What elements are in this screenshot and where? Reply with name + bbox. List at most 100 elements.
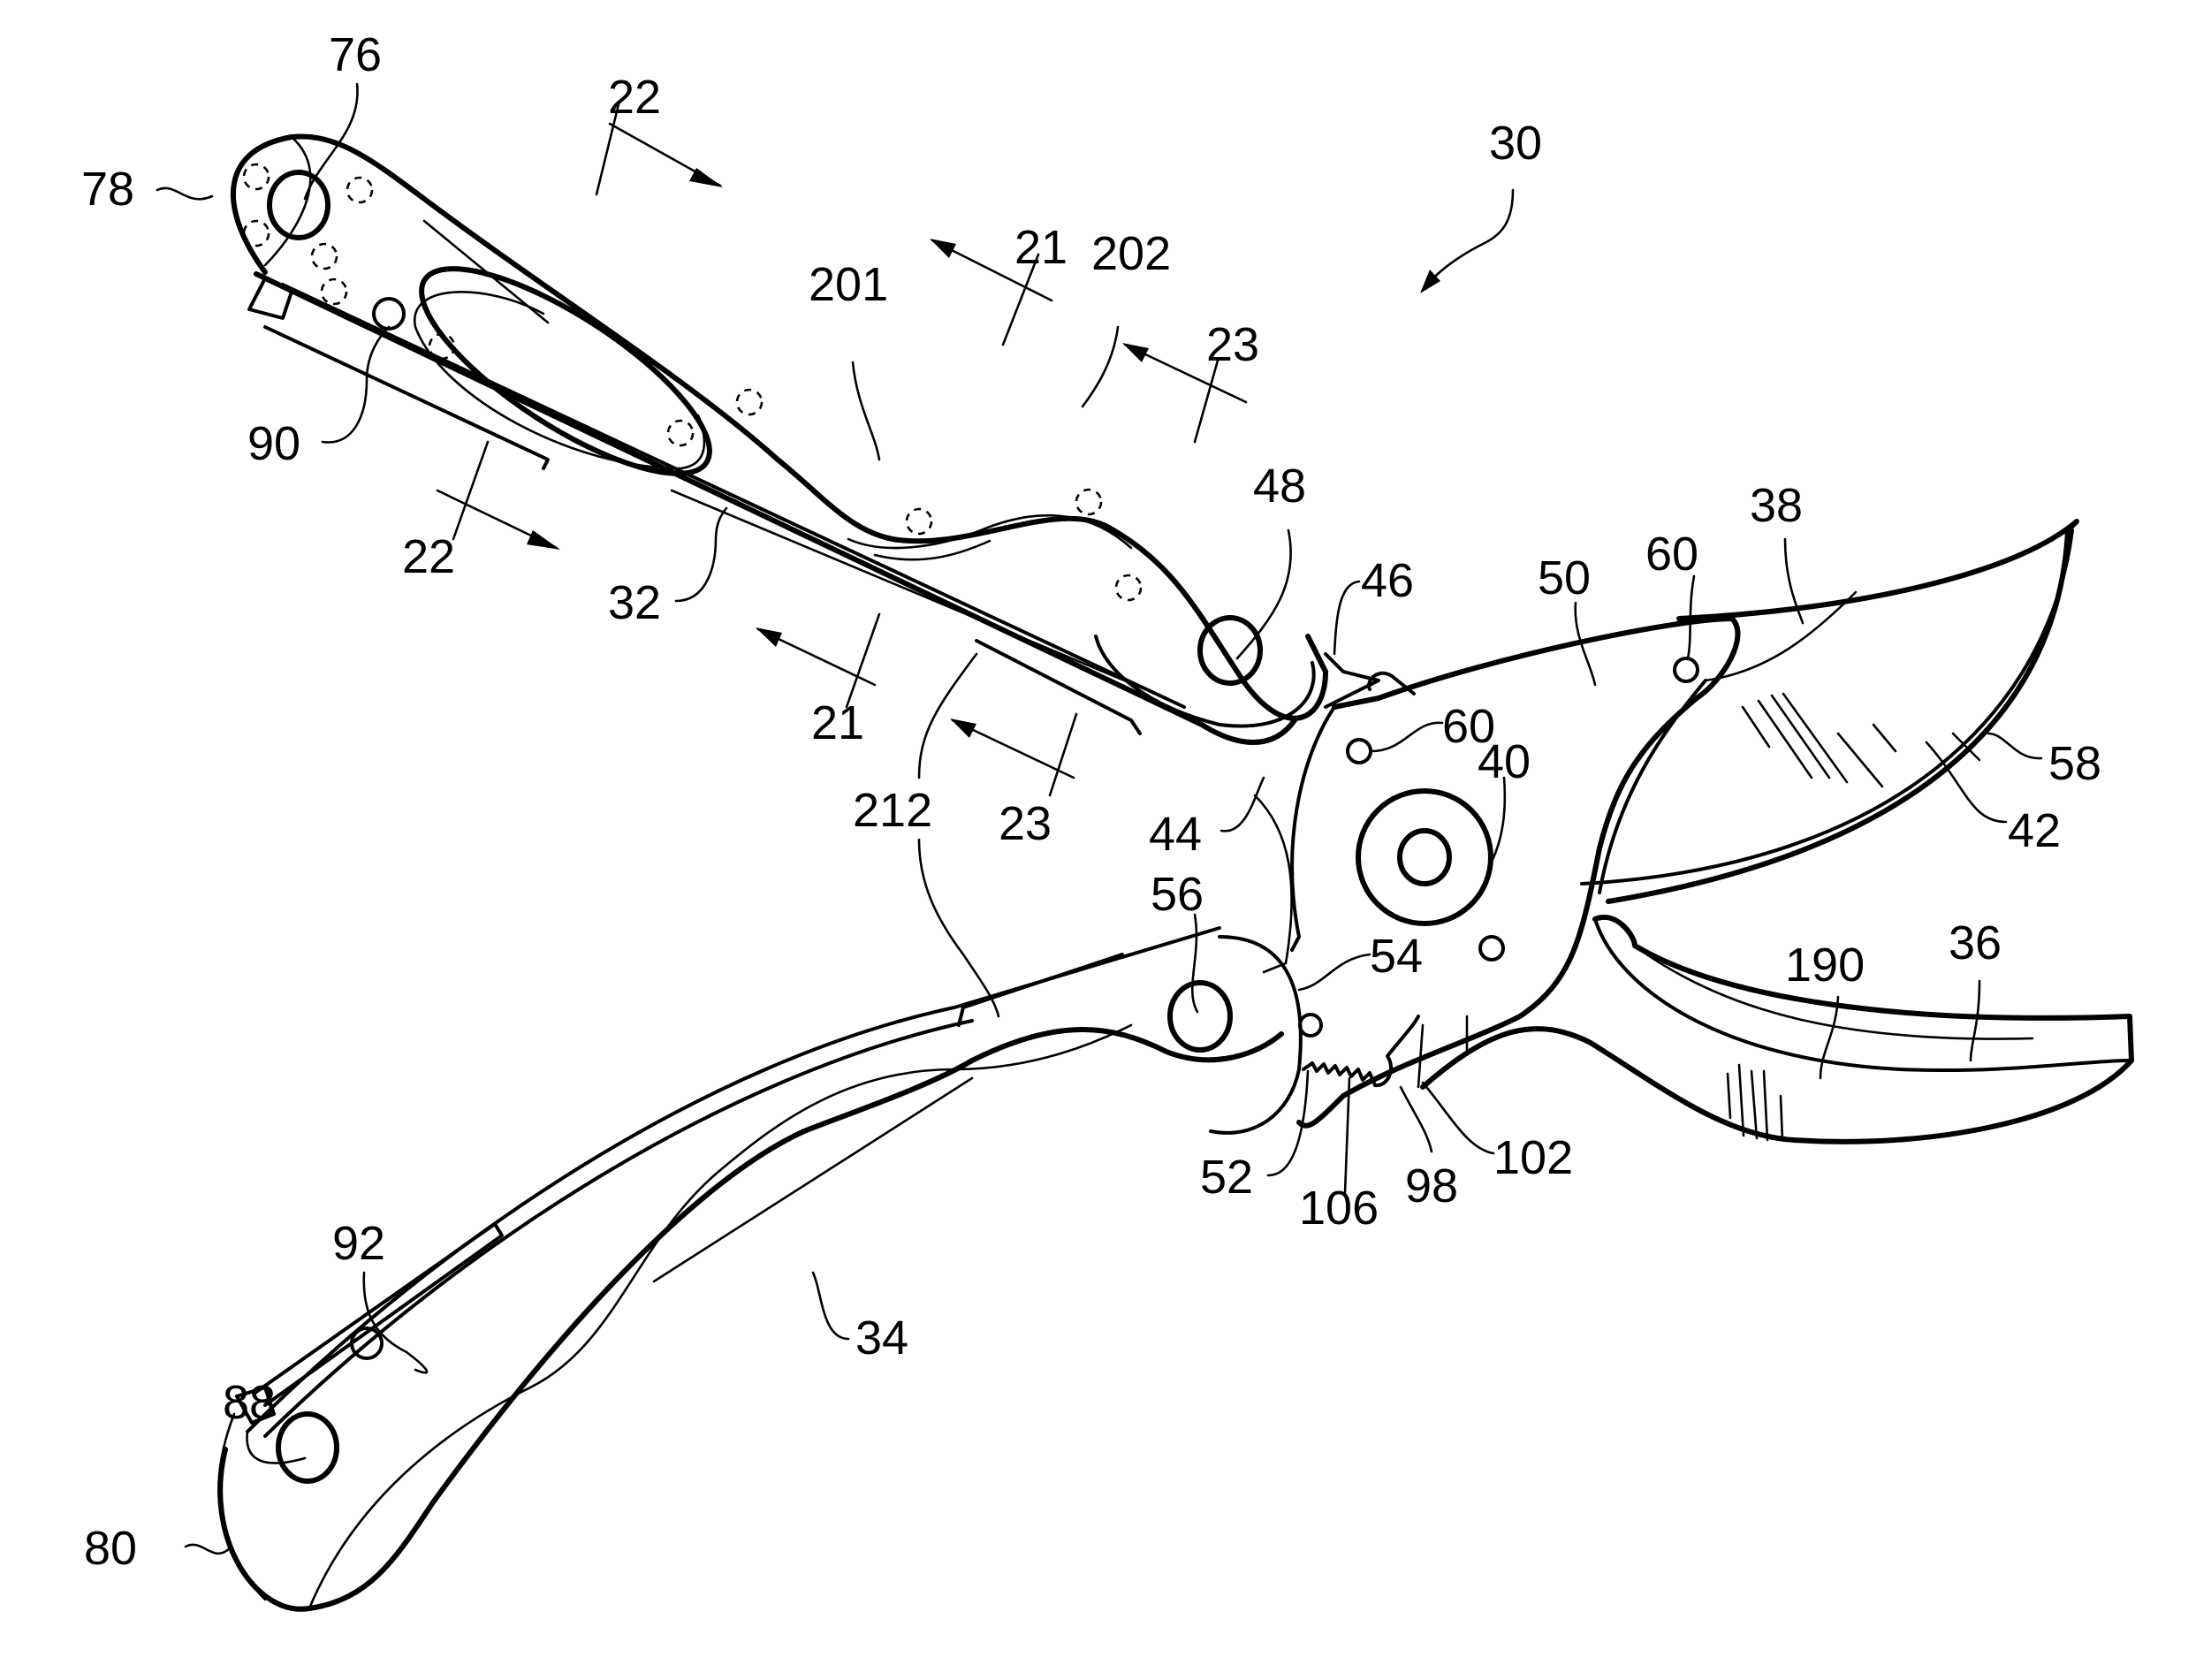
upper-handle-grip-contour-2: [873, 539, 992, 561]
pivot-plate-left-edge: [1290, 705, 1336, 952]
rivet-54-side: [1298, 1013, 1323, 1038]
label-98: 98: [1405, 1159, 1458, 1212]
blade-body: [1253, 616, 1741, 1129]
arrow-22-lower-head: [527, 530, 560, 550]
leader-34: [811, 1271, 850, 1341]
arrow-22-upper-tick: [595, 103, 620, 196]
leader-60-upper: [1686, 574, 1696, 660]
leader-46: [1333, 580, 1361, 656]
arrow-30-leader: [1425, 188, 1515, 286]
label-76: 76: [329, 28, 382, 81]
label-190: 190: [1785, 939, 1865, 992]
leader-56: [1190, 913, 1199, 1014]
lower-handle-top-edge: [246, 926, 1221, 1433]
lower-handle-pivot-hole-88: [276, 1411, 339, 1484]
leader-80: [184, 1543, 232, 1555]
upper-handle-guard-plate: [263, 325, 550, 470]
upper-handle-pivot-hole-48: [1197, 615, 1263, 686]
upper-blade: [1580, 519, 2079, 904]
label-60-lower: 60: [1442, 700, 1495, 753]
leader-76: [303, 82, 359, 201]
arrow-21-lower-head: [756, 627, 782, 647]
leader-36: [1969, 979, 1981, 1062]
label-30: 30: [1489, 117, 1542, 170]
arrow-23-upper-tick: [1193, 359, 1219, 444]
lower-blade-edge-line: [1635, 946, 2034, 1040]
label-34: 34: [855, 1311, 908, 1365]
serrated-edge-106: [1302, 1061, 1377, 1087]
label-88: 88: [223, 1376, 276, 1429]
label-52: 52: [1200, 1151, 1253, 1204]
leader-102: [1421, 1081, 1495, 1155]
arrow-22-upper-head: [689, 168, 723, 187]
upper-blade-spine: [1598, 679, 1707, 894]
upper-handle-grip-contour: [847, 513, 1133, 550]
label-60-upper: 60: [1645, 528, 1698, 581]
lower-handle-pivot-hole-56: [1167, 980, 1233, 1053]
direction-arrows: [436, 103, 1515, 797]
leader-40: [1490, 776, 1507, 863]
pivot-bolt-40-inner: [1397, 828, 1452, 886]
label-44: 44: [1149, 808, 1202, 861]
leader-78: [156, 186, 214, 201]
upper-blade-hatching: [1741, 692, 1897, 788]
latch-pin: [1367, 671, 1416, 696]
label-201: 201: [809, 258, 888, 311]
lock-button-lower: [350, 1327, 384, 1360]
label-21-lower: 21: [811, 696, 864, 749]
leader-202: [1081, 325, 1120, 408]
label-106: 106: [1299, 1182, 1379, 1235]
arrow-23-upper-head: [1122, 343, 1149, 362]
label-23-upper: 23: [1206, 318, 1259, 371]
lower-handle: [217, 926, 1303, 1612]
label-42: 42: [2008, 804, 2061, 857]
leader-lines: [156, 82, 2043, 1555]
label-202: 202: [1091, 227, 1171, 280]
upper-handle-bottom-edge-inner: [281, 283, 1186, 709]
stop-98: [1373, 1015, 1420, 1088]
upper-handle: [230, 133, 1328, 745]
upper-blade-inner-edge: [1580, 528, 2074, 886]
leader-48: [1235, 528, 1292, 660]
upper-handle-pivot-end: [1094, 635, 1316, 728]
leader-38: [1783, 537, 1805, 625]
leader-90: [321, 325, 391, 444]
label-58: 58: [2048, 737, 2101, 790]
label-40: 40: [1478, 735, 1531, 788]
upper-handle-oval-cutout: [419, 266, 712, 476]
label-46: 46: [1361, 554, 1414, 607]
lower-handle-end-cap: [217, 1412, 267, 1601]
arrow-21-upper-head: [930, 239, 956, 258]
label-90: 90: [247, 417, 300, 470]
lower-blade-cutting-edge: [1593, 917, 2131, 1072]
lower-handle-grip-line: [652, 1076, 974, 1283]
lower-handle-top-edge-inner: [263, 1019, 974, 1438]
leader-60-lower: [1370, 721, 1444, 753]
leader-201: [851, 361, 881, 461]
leader-44: [1219, 776, 1265, 832]
label-50: 50: [1538, 551, 1591, 604]
lower-handle-grip-contour: [308, 1023, 1133, 1610]
spring-102: [1417, 1023, 1425, 1089]
rivet-lower: [1478, 935, 1505, 962]
leader-42: [1925, 741, 2008, 824]
upper-blade-58-leader-tick: [1951, 732, 1981, 762]
leader-106: [1343, 1076, 1351, 1195]
rivet-60-upper: [1673, 657, 1699, 683]
leader-50: [1574, 601, 1597, 687]
leader-98: [1399, 1085, 1433, 1153]
lower-blade-outer: [1420, 915, 2134, 1144]
label-78: 78: [81, 163, 134, 216]
upper-handle-bottom-edge: [254, 271, 1297, 745]
label-36: 36: [1949, 916, 2002, 969]
hidden-rivets-upper: [242, 163, 1143, 602]
leader-190: [1819, 995, 1840, 1080]
leader-58: [1987, 732, 2043, 760]
label-102: 102: [1493, 1131, 1573, 1184]
pivot-bolt-40-outer: [1356, 788, 1493, 926]
label-22-lower: 22: [402, 530, 455, 583]
upper-handle-pivot-hole-76: [267, 170, 331, 240]
lock-button-upper: [372, 297, 406, 331]
